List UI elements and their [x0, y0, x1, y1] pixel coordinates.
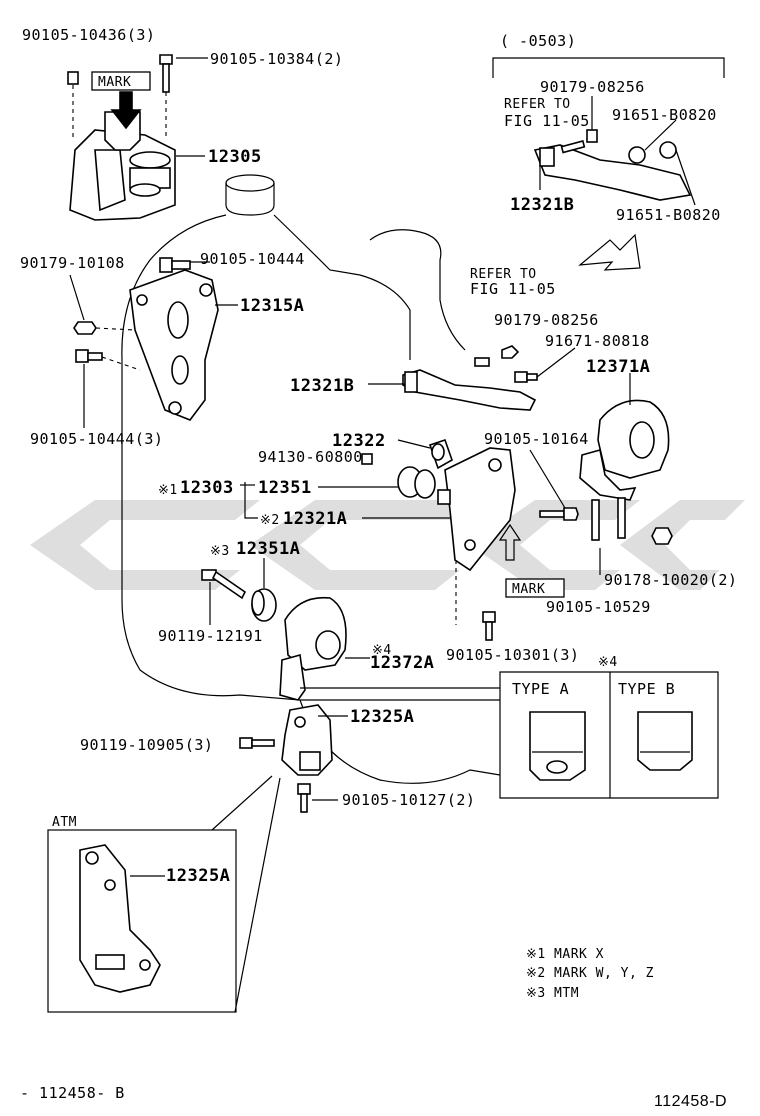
refer-to-2: REFER TO [470, 267, 537, 282]
note2-mark: ※2 [260, 513, 280, 528]
label-91651-b0820-b: 91651-B0820 [616, 206, 721, 224]
label-90105-10127: 90105-10127(2) [342, 791, 475, 809]
label-12351: 12351 [258, 478, 312, 498]
mark-label-top: MARK [98, 75, 131, 90]
bolt-90105-10384 [159, 54, 173, 140]
bracket-12315A [129, 269, 219, 421]
bolt-90105-10301 [482, 611, 496, 641]
mark-label-mid: MARK [512, 582, 545, 597]
label-12321B-b: 12321B [290, 376, 354, 396]
type-a-plate [529, 711, 586, 781]
label-90119-10905: 90119-10905(3) [80, 736, 213, 754]
legend-note-3: ※3 MTM [526, 986, 579, 1001]
mark-box-top [91, 71, 151, 91]
bushing-12322 [428, 438, 453, 470]
note3-mark: ※3 [210, 544, 230, 559]
bracket-12321B [402, 369, 537, 411]
note4-mark-b: ※4 [598, 655, 618, 670]
label-90179-08256-a: 90179-08256 [540, 78, 645, 96]
label-91671-80818: 91671-80818 [545, 332, 650, 350]
legend-note-2: ※2 MARK W, Y, Z [526, 966, 654, 981]
engine-mount-12305 [69, 111, 176, 221]
label-90105-10301: 90105-10301(3) [446, 646, 579, 664]
atm-inset [47, 829, 237, 1013]
label-12321B-a: 12321B [510, 195, 574, 215]
footer-left: - 112458- B [20, 1084, 125, 1102]
bolt-90105-10127 [297, 783, 311, 813]
refer-fig-2: FIG 11-05 [470, 280, 556, 298]
label-90105-10444: 90105-10444 [200, 250, 305, 268]
note1-mark: ※1 [158, 483, 178, 498]
label-12305: 12305 [208, 147, 262, 167]
refer-fig-1: FIG 11-05 [504, 112, 590, 130]
label-12351A: 12351A [236, 539, 300, 559]
label-90105-10164: 90105-10164 [484, 430, 589, 448]
label-90179-08256-b: 90179-08256 [494, 311, 599, 329]
note4-mark-a: ※4 [372, 643, 392, 658]
atm-label: ATM [52, 815, 77, 830]
refer-to-1: REFER TO [504, 97, 571, 112]
label-90105-10529: 90105-10529 [546, 598, 651, 616]
type-b-label: TYPE B [618, 680, 675, 698]
label-90105-10384: 90105-10384(2) [210, 50, 343, 68]
footer-right: 112458-D [654, 1093, 727, 1110]
type-a-label: TYPE A [512, 680, 569, 698]
label-90105-10444-3: 90105-10444(3) [30, 430, 163, 448]
label-12322: 12322 [332, 431, 386, 451]
bolt-90105-10164 [539, 507, 579, 521]
inset-0503 [492, 57, 725, 201]
bolt-90105-10444 [159, 257, 191, 273]
mount-12372A [279, 596, 347, 701]
label-91651-b0820-a: 91651-B0820 [612, 106, 717, 124]
direction-arrow-icon [578, 233, 641, 271]
label-12303: 12303 [180, 478, 234, 498]
engine-outline [121, 174, 501, 784]
bolt-90105-10436 [67, 71, 79, 140]
nut-90178-10020 [651, 527, 673, 545]
bolt-91671-80818 [514, 371, 538, 383]
label-90105-10436: 90105-10436(3) [22, 26, 155, 44]
legend-note-1: ※1 MARK X [526, 947, 604, 962]
label-12371A: 12371A [586, 357, 650, 377]
mark-box-mid [505, 578, 565, 598]
bracket-12325A [281, 704, 333, 776]
bushing-12351A [251, 588, 277, 622]
bolt-90105-10444-3 [75, 349, 141, 428]
label-12321A: 12321A [283, 509, 347, 529]
label-90178-10020: 90178-10020(2) [604, 571, 737, 589]
bolt-90119-12191 [201, 569, 247, 600]
label-90119-12191: 90119-12191 [158, 627, 263, 645]
label-90179-10108: 90179-10108 [20, 254, 125, 272]
bracket-12321A [437, 447, 516, 572]
arrow-icon [110, 91, 142, 130]
mount-12371A [579, 399, 670, 541]
arrow-up-icon [498, 523, 522, 561]
label-12372A: 12372A [370, 653, 434, 673]
nut-90179-10108 [69, 274, 136, 335]
label-94130-60800: 94130-60800 [258, 448, 363, 466]
type-b-plate [637, 711, 693, 771]
watermark-logo [30, 500, 745, 590]
bolt-90119-10905 [239, 737, 275, 749]
bushing-12351 [397, 466, 436, 499]
label-12315A: 12315A [240, 296, 304, 316]
date-range: ( -0503) [500, 32, 576, 50]
washer-94130-60800 [361, 453, 373, 465]
label-12325A-b: 12325A [166, 866, 230, 886]
bolt-90179-08256 [474, 345, 520, 367]
label-12325A-a: 12325A [350, 707, 414, 727]
